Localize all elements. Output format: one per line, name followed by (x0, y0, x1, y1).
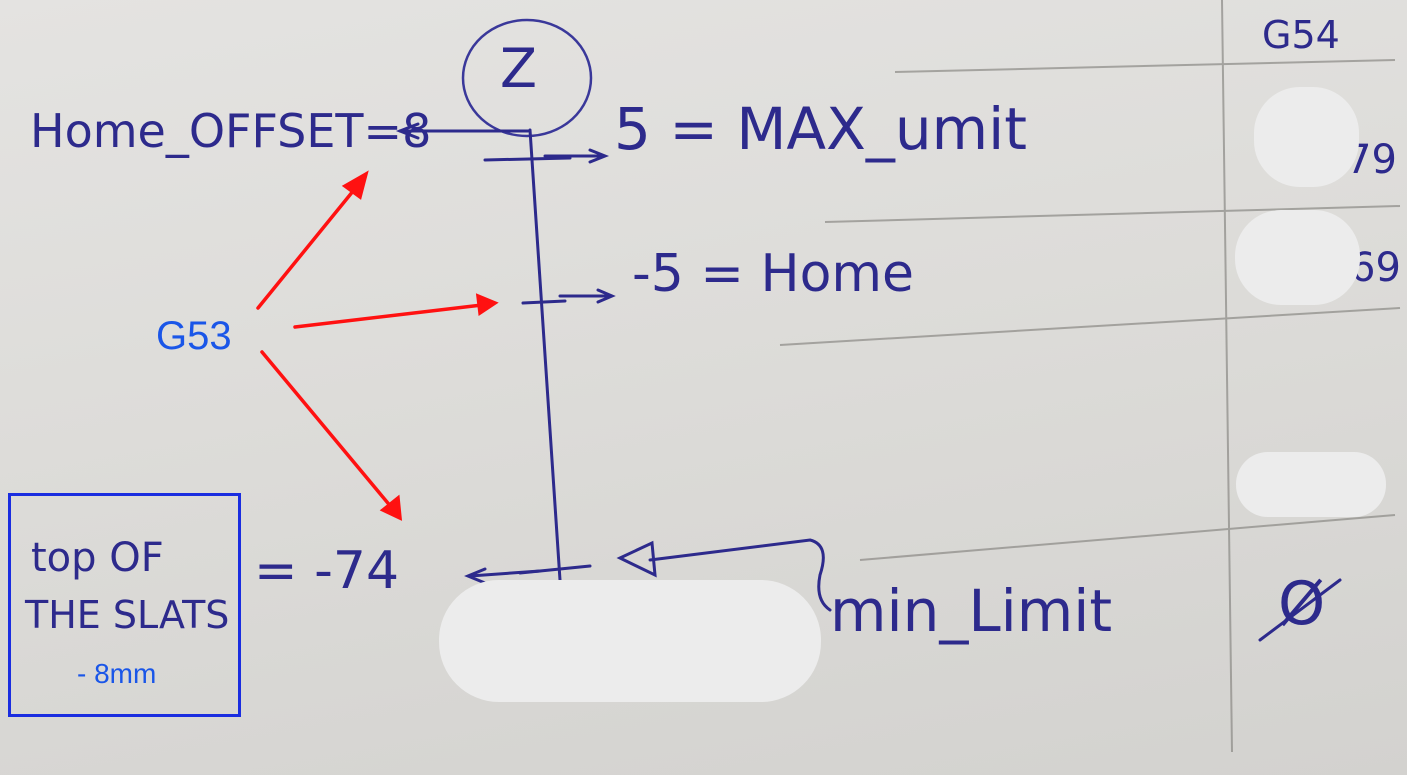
callout-box: top OF THE SLATS - 8mm (8, 493, 241, 717)
min-limit-arrowhead (616, 540, 657, 578)
red-arrow-home-head (475, 293, 499, 317)
callout-line-1: top OF (31, 535, 164, 581)
row3-value: Ø (1278, 569, 1326, 639)
top-value-label: = -74 (254, 541, 400, 601)
min-limit-label: min_Limit (830, 577, 1113, 645)
redaction-row2 (1235, 210, 1360, 305)
pencil-rule-1 (894, 59, 1396, 73)
red-arrow-offset-head (341, 170, 369, 200)
arrow-max-head (588, 148, 610, 164)
arrow-top (468, 569, 542, 578)
axis-label-circle (461, 18, 593, 138)
home-offset-label: Home_OFFSET=8 (30, 104, 432, 158)
callout-line-2: THE SLATS (25, 593, 230, 637)
zero-strike (1258, 578, 1342, 642)
z-axis-line (528, 128, 562, 582)
g53-annotation: G53 (156, 314, 232, 358)
red-arrow-top-head (379, 494, 403, 521)
redaction-bottom (439, 580, 821, 702)
arrow-home-offset-head (395, 122, 420, 140)
red-arrow-offset (256, 183, 360, 310)
tick-max (483, 156, 572, 162)
max-limit-label: 5 = MAX_umit (614, 95, 1027, 163)
arrow-home-head (596, 288, 616, 304)
min-limit-hook (648, 538, 832, 612)
arrow-top-head (464, 567, 487, 585)
axis-label: Z (500, 37, 537, 100)
redaction-row1 (1254, 87, 1359, 187)
redaction-row3 (1236, 452, 1386, 517)
pencil-rule-3 (779, 307, 1401, 346)
home-label: -5 = Home (632, 244, 915, 304)
callout-note: - 8mm (77, 658, 157, 689)
pencil-rule-4 (859, 514, 1396, 561)
red-arrow-home (293, 303, 484, 329)
red-arrow-top (260, 350, 394, 510)
tick-home (521, 299, 567, 305)
table-header: G54 (1262, 13, 1340, 57)
pencil-rule-2 (824, 205, 1401, 223)
pencil-column-divider (1221, 0, 1233, 753)
